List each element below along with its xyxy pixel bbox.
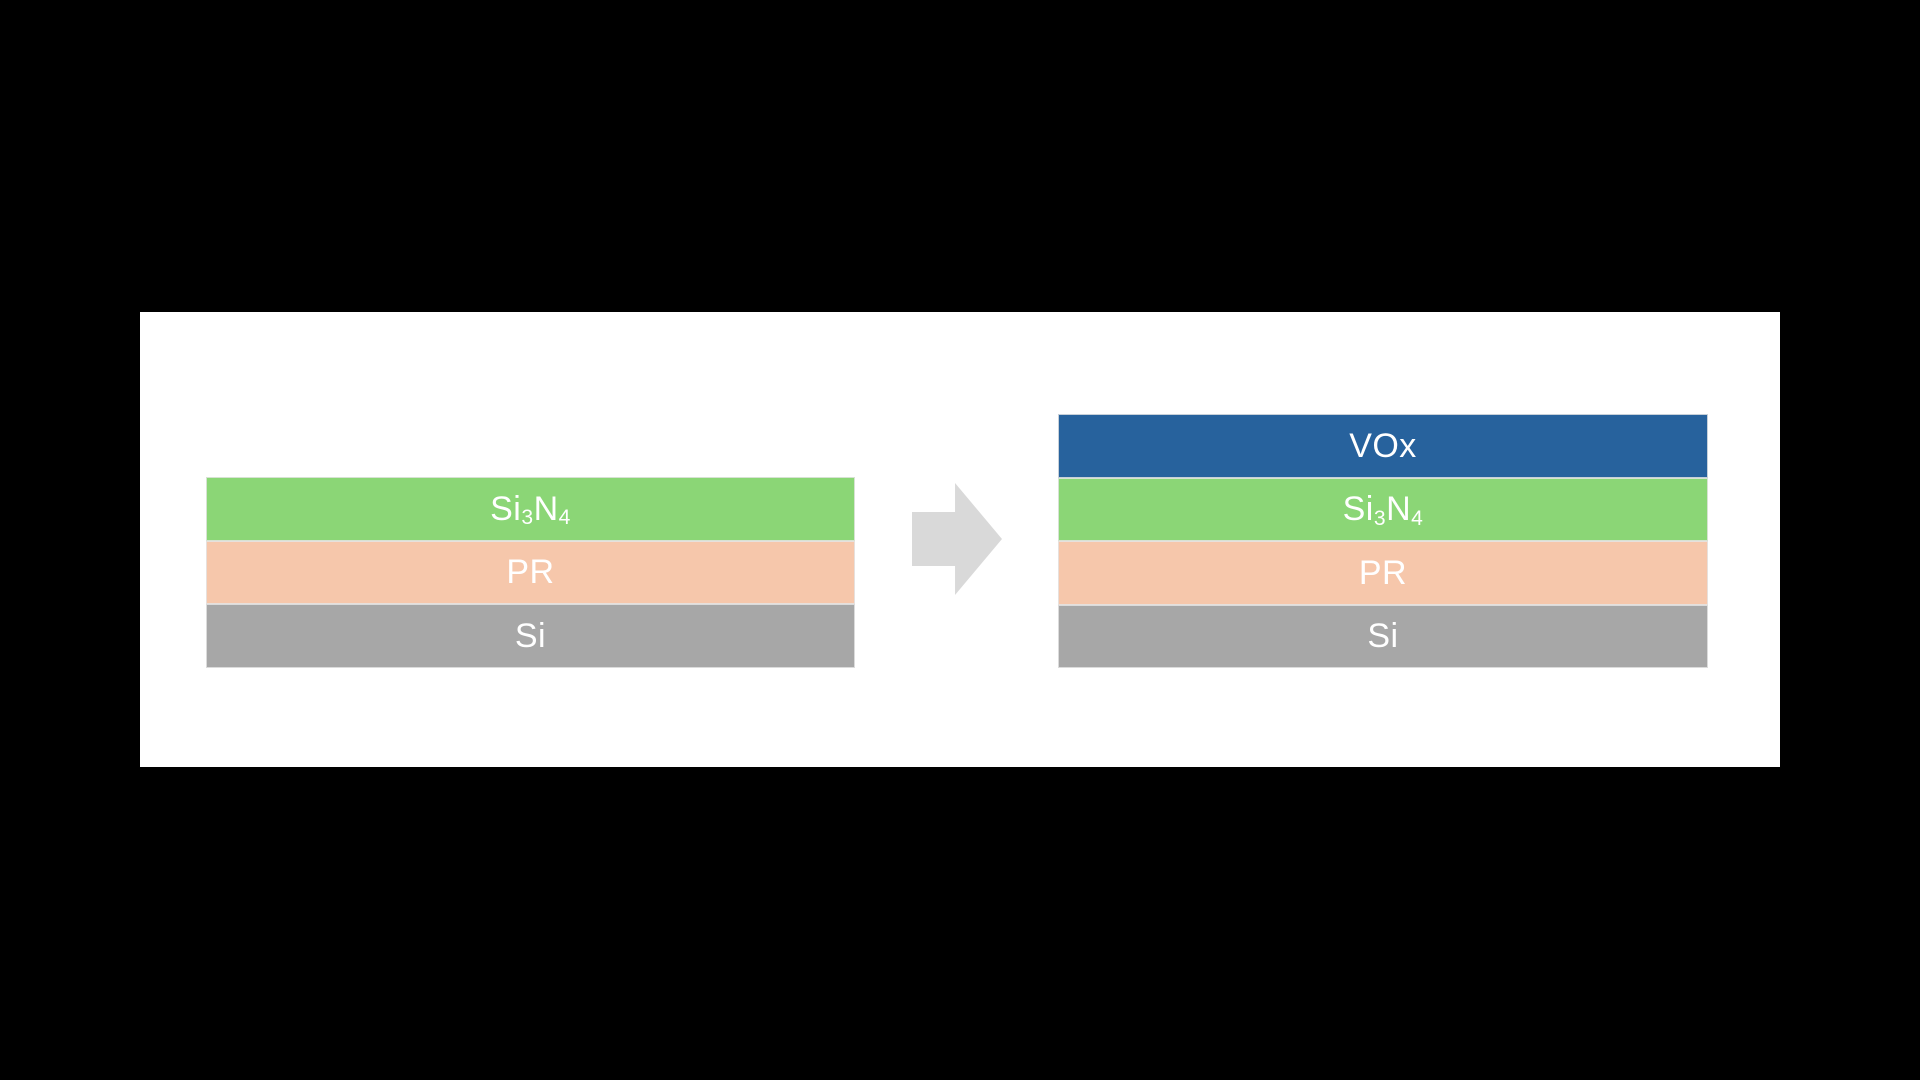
layer-label-vox: VOx <box>1349 426 1417 465</box>
layer-label-si: Si <box>514 616 547 655</box>
layer-si3n4: Si3N4 <box>1058 477 1708 541</box>
layer-label-pr: PR <box>506 553 555 592</box>
layer-label-si3n4: Si3N4 <box>1342 490 1424 530</box>
layer-vox: VOx <box>1058 414 1708 478</box>
layer-label-pr: PR <box>1358 553 1408 592</box>
layer-label-si3n4: Si3N4 <box>490 489 571 530</box>
layer-pr: PR <box>206 540 855 604</box>
layer-si: Si <box>1058 604 1708 668</box>
layer-si3n4: Si3N4 <box>206 477 855 541</box>
layer-si: Si <box>206 604 855 668</box>
layer-label-si: Si <box>1367 617 1399 656</box>
layer-pr: PR <box>1058 541 1708 605</box>
right-arrow-icon <box>912 483 1002 595</box>
